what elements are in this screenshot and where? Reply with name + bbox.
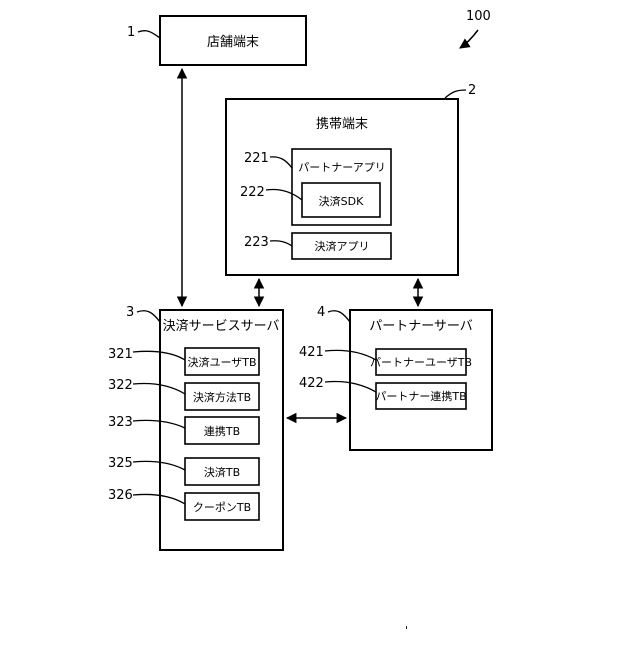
coupon-tb-ref: 326 bbox=[108, 488, 133, 503]
payment-method-tb-label: 決済方法TB bbox=[193, 390, 251, 404]
partner-server-label: パートナーサーバ bbox=[369, 319, 473, 334]
payment-service-server: 決済サービスサーバ 決済ユーザTB 決済方法TB 連携TB 決済TB クーポンT… bbox=[160, 310, 283, 550]
partner-app-ref: 221 bbox=[244, 151, 269, 166]
partner-server-ref: 4 bbox=[317, 305, 325, 320]
payment-tb-ref: 325 bbox=[108, 456, 133, 471]
footer-mark: ' bbox=[405, 624, 408, 637]
partner-user-tb-ref: 421 bbox=[299, 345, 324, 360]
store-terminal-ref: 1 bbox=[127, 25, 135, 40]
mobile-terminal-label: 携帯端末 bbox=[316, 116, 368, 132]
linkage-tb-label: 連携TB bbox=[204, 424, 240, 438]
figure-number: 100 bbox=[466, 9, 491, 24]
payment-server-ref: 3 bbox=[126, 305, 134, 320]
coupon-tb-label: クーポンTB bbox=[193, 501, 251, 514]
payment-app-label: 決済アプリ bbox=[315, 239, 370, 253]
payment-tb-label: 決済TB bbox=[204, 465, 240, 479]
mobile-terminal-ref: 2 bbox=[468, 83, 476, 98]
store-terminal: 店舗端末 bbox=[160, 16, 306, 65]
store-terminal-label: 店舗端末 bbox=[207, 35, 259, 50]
store-terminal-leader bbox=[138, 31, 160, 38]
payment-user-tb-label: 決済ユーザTB bbox=[187, 355, 256, 369]
payment-sdk-ref: 222 bbox=[240, 185, 265, 200]
payment-method-tb-ref: 322 bbox=[108, 378, 133, 393]
payment-sdk-label: 決済SDK bbox=[319, 194, 364, 208]
payment-server-leader bbox=[137, 311, 160, 322]
partner-linkage-tb-label: パートナー連携TB bbox=[375, 389, 466, 403]
mobile-terminal-leader bbox=[445, 90, 466, 98]
payment-server-label: 決済サービスサーバ bbox=[163, 318, 280, 334]
partner-user-tb-label: パートナーユーザTB bbox=[370, 356, 472, 369]
partner-linkage-tb-ref: 422 bbox=[299, 376, 324, 391]
partner-server: パートナーサーバ パートナーユーザTB パートナー連携TB bbox=[350, 310, 492, 450]
payment-app-ref: 223 bbox=[244, 235, 269, 250]
partner-server-leader bbox=[328, 311, 350, 322]
payment-user-tb-ref: 321 bbox=[108, 347, 133, 362]
partner-app-label: パートナーアプリ bbox=[298, 161, 386, 174]
figure-number-arrow bbox=[460, 30, 478, 48]
linkage-tb-ref: 323 bbox=[108, 415, 133, 430]
